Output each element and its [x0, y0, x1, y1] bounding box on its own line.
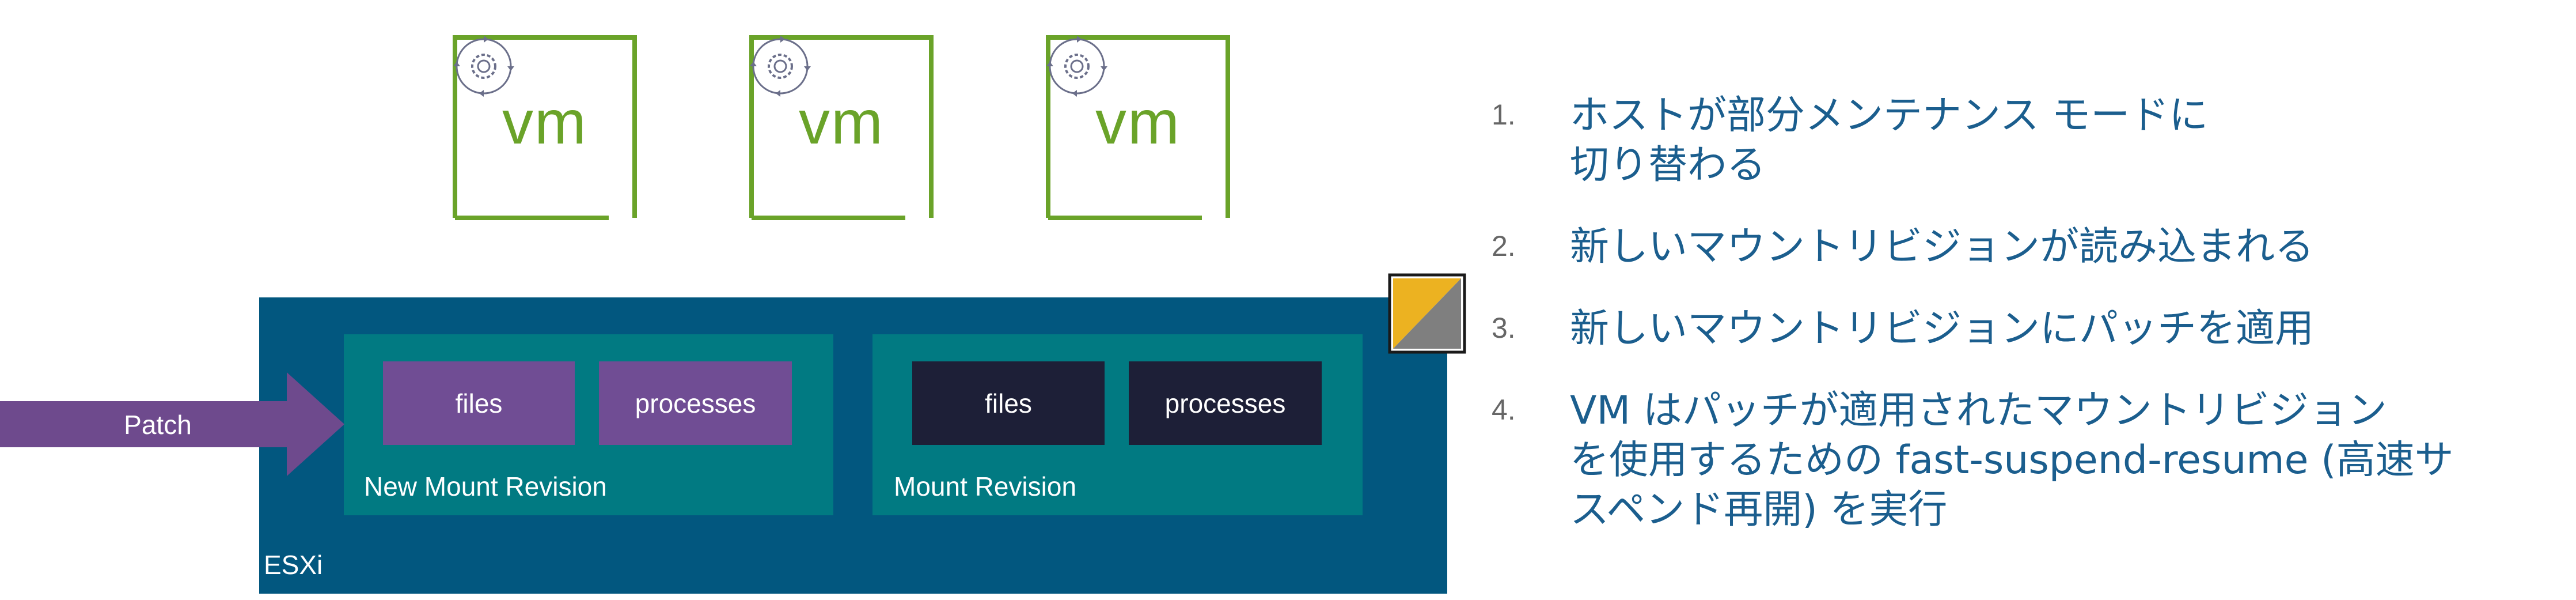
step-number: 4.: [1492, 394, 1516, 426]
step-line: スペンド再開) を実行: [1570, 487, 1948, 533]
mount-revision-processes: processes: [1129, 361, 1322, 445]
step-number: 3.: [1492, 312, 1516, 344]
step-1: 1. ホストが部分メンテナンス モードに 切り替わる: [1492, 91, 2557, 190]
vm-label: vm: [799, 87, 884, 157]
vm-label: vm: [502, 87, 587, 157]
patch-label: Patch: [124, 410, 192, 440]
steps-list: 1. ホストが部分メンテナンス モードに 切り替わる 2. 新しいマウントリビジ…: [1492, 91, 2557, 535]
step-line: を使用するための fast-suspend-resume (高速サ: [1570, 437, 2454, 483]
vm-box-1: vm: [452, 35, 638, 220]
step-number: 2.: [1492, 230, 1516, 262]
vm-box-outline: [749, 35, 934, 220]
step-line: 切り替わる: [1570, 142, 1766, 188]
esxi-label: ESXi: [264, 550, 323, 580]
step-line: 新しいマウントリビジョンにパッチを適用: [1570, 306, 2315, 352]
vm-label: vm: [1095, 87, 1181, 157]
new-mount-revision-label: New Mount Revision: [364, 471, 607, 501]
vm-box-3: vm: [1045, 35, 1231, 220]
vm-box-outline: [1046, 35, 1230, 220]
vm-gear-icon: [453, 36, 514, 97]
step-3: 3. 新しいマウントリビジョンにパッチを適用: [1492, 304, 2557, 354]
status-indicator-icon: [1388, 273, 1466, 354]
vm-box-outline: [453, 35, 637, 220]
step-number: 1.: [1492, 99, 1516, 131]
step-line: 新しいマウントリビジョンが読み込まれる: [1570, 224, 2315, 270]
mount-revision-files: files: [912, 361, 1105, 445]
new-revision-processes: processes: [599, 361, 792, 445]
step-2: 2. 新しいマウントリビジョンが読み込まれる: [1492, 222, 2557, 272]
vm-box-2: vm: [749, 35, 934, 220]
patch-arrow-icon: [0, 372, 344, 476]
step-line: ホストが部分メンテナンス モードに: [1570, 93, 2209, 138]
vm-gear-icon: [1046, 36, 1107, 97]
new-revision-files: files: [383, 361, 575, 445]
step-4: 4. VM はパッチが適用されたマウントリビジョン を使用するための fast-…: [1492, 386, 2557, 535]
mount-revision-label: Mount Revision: [894, 471, 1077, 501]
step-line: VM はパッチが適用されたマウントリビジョン: [1570, 388, 2387, 433]
vm-gear-icon: [750, 36, 811, 97]
